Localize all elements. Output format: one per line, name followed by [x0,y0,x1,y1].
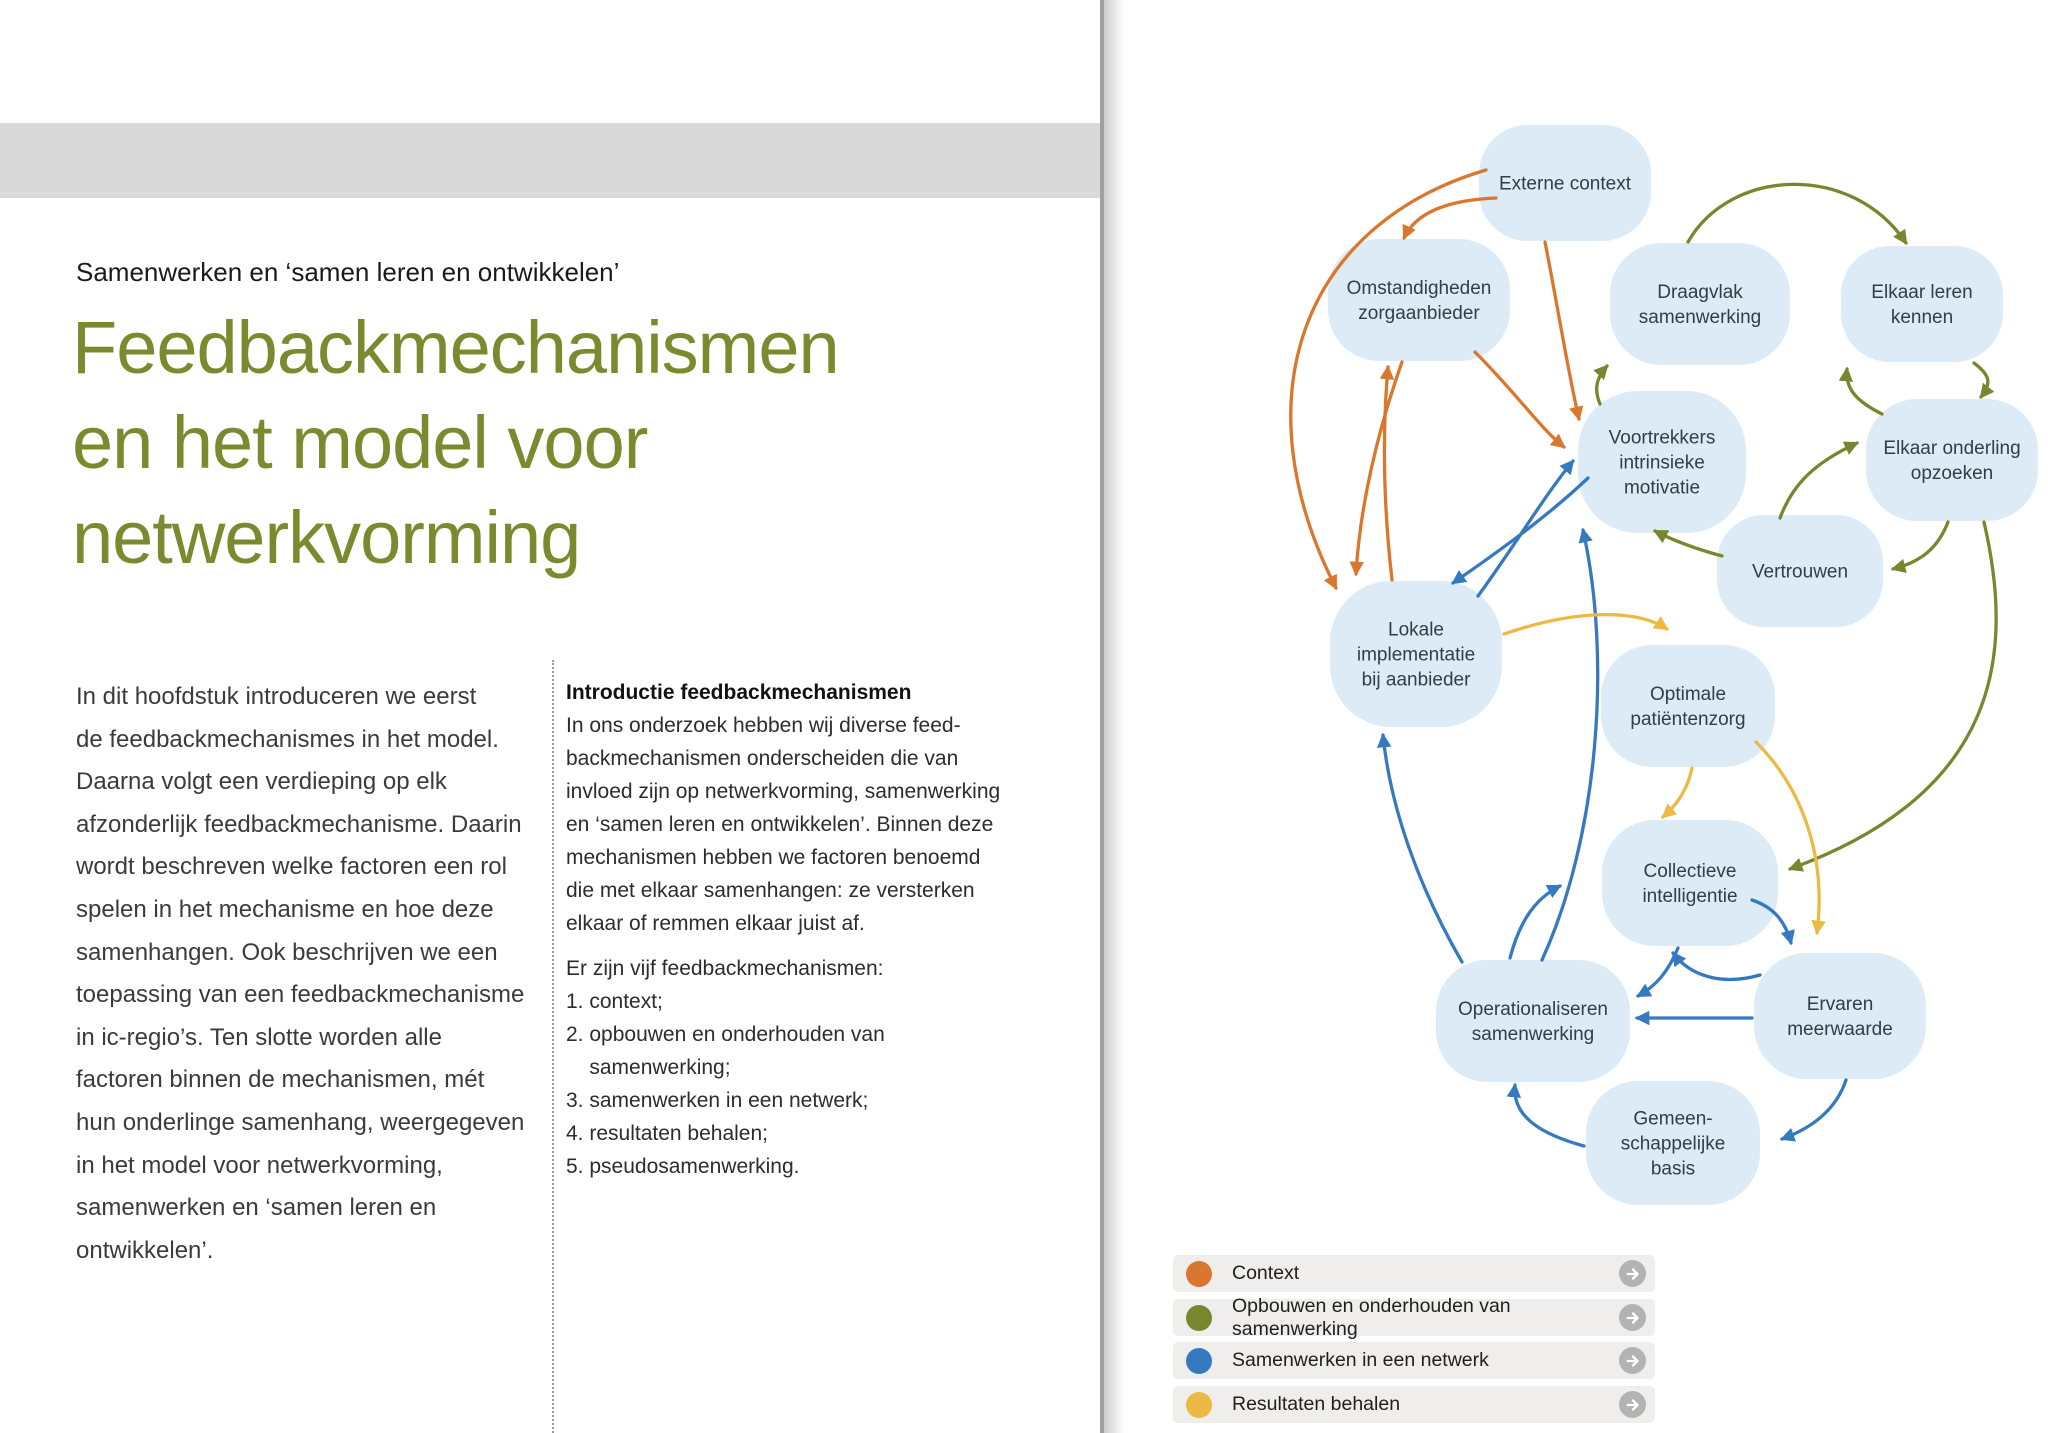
node-gemeenschappelijke-basis [1586,1081,1760,1205]
edge-collectieve-intelligentie--operationaliseren-samenwerking [1636,946,1680,998]
second-column: Introductie feedbackmechanismen In ons o… [566,676,1046,1183]
edge-externe-context--lokale-implementatie-bij-aanbieder [1289,168,1488,590]
page-gutter-shadow [1104,0,1124,1433]
node-label-externe-context: Externe context [1499,174,1632,195]
edge-gemeenschappelijke-basis--operationaliseren-samenwerking [1506,1082,1586,1148]
edge-omstandigheden-zorgaanbieder--lokale-implementatie-bij-aanbieder [1349,360,1404,577]
edge-collectieve-intelligentie--ervaren-meerwaarde [1750,898,1795,946]
legend-label: Samenwerken in een netwerk [1232,1349,1489,1371]
edge-externe-context--voortrekkers-intrinsieke-motivatie [1543,240,1584,422]
arrow-right-icon [1625,1311,1639,1324]
node-draagvlak-samenwerking [1610,243,1790,365]
node-operationaliseren-samenwerking [1436,960,1630,1082]
edge-operationaliseren-samenwerking--collectieve-intelligentie [1508,884,1562,960]
edge-elkaar-onderling-opzoeken--elkaar-leren-kennen [1838,366,1884,416]
resultaten-color-dot [1186,1391,1212,1418]
opbouwen-color-dot [1186,1304,1212,1331]
edge-vertrouwen--elkaar-onderling-opzoeken [1778,441,1859,520]
kicker: Samenwerken en ‘samen leren en ontwikkel… [76,257,620,287]
legend-label: Opbouwen en onderhouden van samenwerking [1232,1294,1511,1340]
edge-draagvlak-samenwerking--elkaar-leren-kennen [1686,182,1908,245]
node-elkaar-onderling-opzoeken [1866,399,2038,521]
opbouwen-arrow-button[interactable] [1619,1304,1646,1331]
edge-lokale-implementatie-bij-aanbieder--omstandigheden-zorgaanbieder [1379,364,1395,582]
edge-elkaar-leren-kennen--elkaar-onderling-opzoeken [1972,361,1995,399]
edge-elkaar-onderling-opzoeken--collectieve-intelligentie [1787,520,1998,872]
edge-externe-context--omstandigheden-zorgaanbieder [1402,196,1498,240]
node-ervaren-meerwaarde [1754,953,1926,1079]
edge-lokale-implementatie-bij-aanbieder--optimale-patientenzorg [1502,612,1669,636]
edge-operationaliseren-samenwerking--voortrekkers-intrinsieke-motivatie [1540,527,1600,962]
netwerk-color-dot [1186,1347,1212,1374]
resultaten-arrow-button[interactable] [1619,1391,1646,1418]
section-heading: Introductie feedbackmechanismen [566,681,912,704]
node-vertrouwen [1717,515,1883,627]
legend-item-opbouwen[interactable]: Opbouwen en onderhouden van samenwerking [1173,1295,1655,1340]
context-color-dot [1186,1260,1212,1287]
chapter-band [0,123,1100,198]
arrow-right-icon [1625,1398,1639,1411]
node-elkaar-leren-kennen [1841,246,2003,362]
section-paragraph: In ons onderzoek hebben wij diverse feed… [566,714,1001,935]
edge-omstandigheden-zorgaanbieder--voortrekkers-intrinsieke-motivatie [1473,350,1566,449]
edge-voortrekkers-intrinsieke-motivatie--draagvlak-samenwerking [1593,364,1609,406]
node-collectieve-intelligentie [1602,820,1778,946]
diagram-edges [1289,168,1998,1148]
node-voortrekkers-intrinsieke-motivatie [1578,391,1746,533]
column-divider [552,660,554,1433]
edge-elkaar-onderling-opzoeken--vertrouwen [1890,520,1950,574]
legend-label: Resultaten behalen [1232,1393,1401,1415]
node-omstandigheden-zorgaanbieder [1328,239,1510,361]
node-optimale-patientenzorg [1601,645,1775,767]
legend-item-context[interactable]: Context [1173,1255,1655,1292]
edge-lokale-implementatie-bij-aanbieder--voortrekkers-intrinsieke-motivatie [1476,459,1575,598]
arrow-right-icon [1625,1354,1639,1367]
netwerk-arrow-button[interactable] [1619,1347,1646,1374]
edge-optimale-patientenzorg--collectieve-intelligentie [1661,766,1694,819]
legend-label: Context [1232,1262,1300,1284]
edge-ervaren-meerwaarde--collectieve-intelligentie [1671,951,1762,982]
feedback-mechanisms-list: Er zijn vijf feedbackmechanismen: 1. con… [566,957,885,1178]
page-gutter [1100,0,1104,1433]
intro-paragraph: In dit hoofdstuk introduceren we eerst d… [76,683,525,1264]
edge-operationaliseren-samenwerking--lokale-implementatie-bij-aanbieder [1376,732,1464,964]
node-label-vertrouwen: Vertrouwen [1752,562,1848,583]
edge-voortrekkers-intrinsieke-motivatie--lokale-implementatie-bij-aanbieder [1451,476,1590,585]
edge-ervaren-meerwaarde--gemeenschappelijke-basis [1779,1078,1848,1142]
arrow-right-icon [1625,1267,1639,1280]
node-externe-context [1479,125,1651,241]
page-title: Feedbackmechanismen en het model voor ne… [72,306,840,579]
legend-item-resultaten[interactable]: Resultaten behalen [1173,1386,1655,1423]
edge-optimale-patientenzorg--ervaren-meerwaarde [1754,740,1826,936]
context-arrow-button[interactable] [1619,1260,1646,1287]
node-lokale-implementatie-bij-aanbieder [1330,581,1502,727]
edge-vertrouwen--voortrekkers-intrinsieke-motivatie [1653,529,1724,558]
legend-item-netwerk[interactable]: Samenwerken in een netwerk [1173,1342,1655,1379]
